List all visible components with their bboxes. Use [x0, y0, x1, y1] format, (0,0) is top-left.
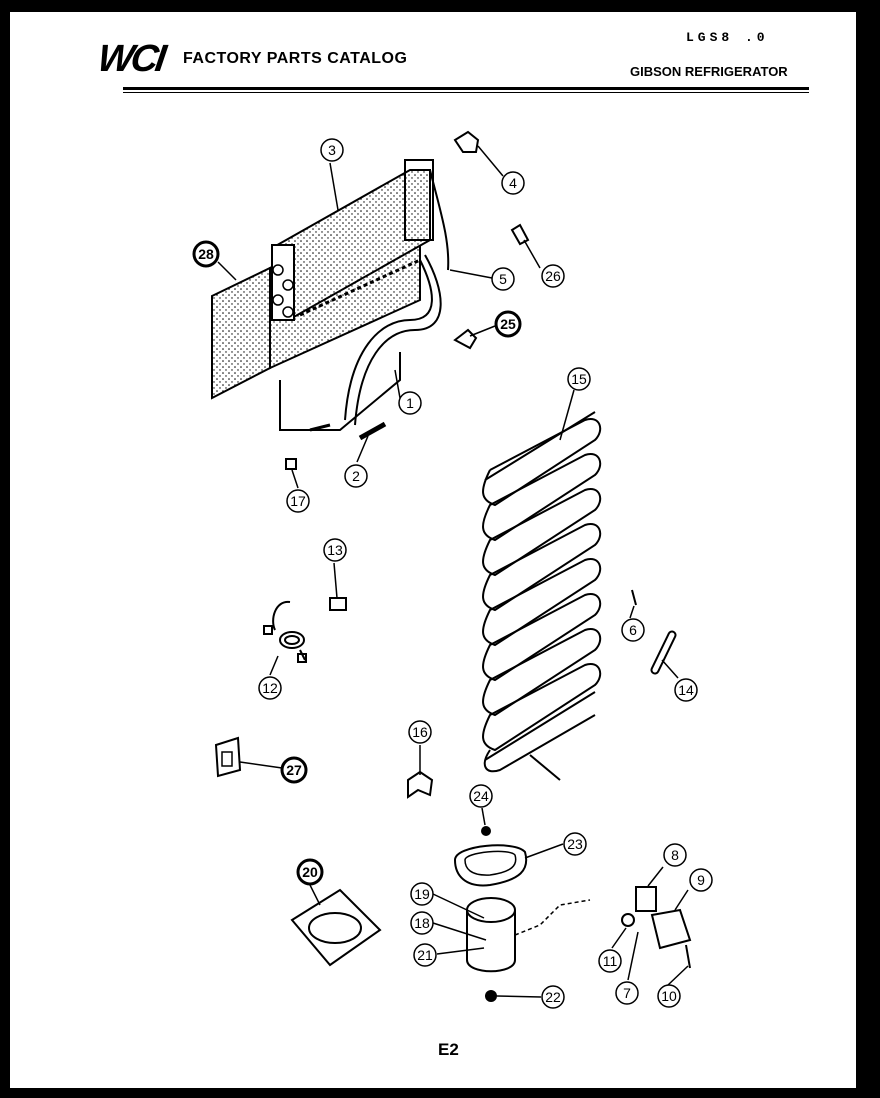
callout-9: 9 — [689, 868, 713, 892]
model-code: LGS8 .0 — [686, 30, 769, 45]
header-rule-thick — [123, 87, 809, 90]
part-17-plug — [285, 458, 297, 470]
tubing-harness — [279, 169, 450, 432]
svg-text:17: 17 — [290, 493, 306, 509]
part-23-drain-pan — [453, 844, 528, 887]
appliance-subtitle: GIBSON REFRIGERATOR — [630, 64, 788, 79]
callout-22: 22 — [541, 985, 565, 1009]
callout-11: 11 — [598, 949, 622, 973]
svg-text:16: 16 — [412, 724, 428, 740]
svg-text:5: 5 — [499, 271, 507, 287]
part-26-fastener — [510, 223, 530, 246]
callout-7: 7 — [615, 981, 639, 1005]
svg-text:25: 25 — [500, 316, 516, 332]
svg-text:4: 4 — [509, 175, 517, 191]
callout-14: 14 — [674, 678, 698, 702]
svg-text:21: 21 — [417, 947, 433, 963]
svg-text:22: 22 — [545, 989, 561, 1005]
callout-10: 10 — [657, 984, 681, 1008]
part-25-bracket — [453, 328, 478, 350]
svg-text:3: 3 — [328, 142, 336, 158]
callout-25: 25 — [494, 310, 522, 338]
svg-text:13: 13 — [327, 542, 343, 558]
callout-26: 26 — [541, 264, 565, 288]
callout-2: 2 — [344, 464, 368, 488]
part-12-wire-harness — [263, 600, 307, 663]
callout-19: 19 — [410, 882, 434, 906]
callout-20: 20 — [296, 858, 324, 886]
svg-text:14: 14 — [678, 682, 694, 698]
callout-5: 5 — [491, 267, 515, 291]
part-22-grommet — [485, 990, 497, 1002]
compressor — [466, 897, 591, 973]
svg-text:6: 6 — [629, 622, 637, 638]
svg-text:18: 18 — [414, 915, 430, 931]
callout-13: 13 — [323, 538, 347, 562]
callout-6: 6 — [621, 618, 645, 642]
callout-1: 1 — [398, 391, 422, 415]
part-16-bracket — [407, 770, 434, 799]
svg-text:28: 28 — [198, 246, 214, 262]
header-rule-thin — [123, 92, 809, 93]
relay-overload-assembly — [621, 886, 692, 969]
callout-24: 24 — [469, 784, 493, 808]
callout-15: 15 — [567, 367, 591, 391]
callout-4: 4 — [501, 171, 525, 195]
part-14-dryer — [650, 630, 677, 675]
svg-text:11: 11 — [603, 953, 618, 969]
svg-text:8: 8 — [671, 847, 679, 863]
evaporator-assembly — [271, 159, 434, 321]
part-13-connector — [329, 597, 347, 611]
svg-text:19: 19 — [414, 886, 430, 902]
svg-text:15: 15 — [571, 371, 587, 387]
svg-text:27: 27 — [286, 762, 302, 778]
callout-12: 12 — [258, 676, 282, 700]
part-6-clip — [631, 589, 637, 606]
callout-28: 28 — [192, 240, 220, 268]
svg-text:26: 26 — [545, 268, 561, 284]
svg-text:12: 12 — [262, 680, 278, 696]
part-2-heater-tube — [358, 421, 387, 441]
callout-21: 21 — [413, 943, 437, 967]
callout-3: 3 — [320, 138, 344, 162]
callout-8: 8 — [663, 843, 687, 867]
callout-27: 27 — [280, 756, 308, 784]
callout-17: 17 — [286, 489, 310, 513]
callout-16: 16 — [408, 720, 432, 744]
part-27-bracket — [214, 736, 242, 778]
catalog-title: FACTORY PARTS CATALOG — [183, 50, 408, 67]
part-4-clip — [453, 130, 480, 153]
leader-lines — [217, 145, 689, 998]
svg-text:24: 24 — [473, 788, 489, 804]
svg-text:7: 7 — [623, 985, 631, 1001]
page-label: E2 — [438, 1040, 459, 1059]
part-20-base-plate — [290, 888, 382, 967]
condenser-coil — [482, 411, 602, 781]
callout-18: 18 — [410, 911, 434, 935]
callout-23: 23 — [563, 832, 587, 856]
svg-text:9: 9 — [697, 872, 705, 888]
svg-text:23: 23 — [567, 836, 583, 852]
svg-text:1: 1 — [406, 395, 414, 411]
svg-text:20: 20 — [302, 864, 318, 880]
svg-text:10: 10 — [661, 988, 677, 1004]
part-24-grommet — [481, 826, 491, 836]
svg-text:2: 2 — [352, 468, 360, 484]
